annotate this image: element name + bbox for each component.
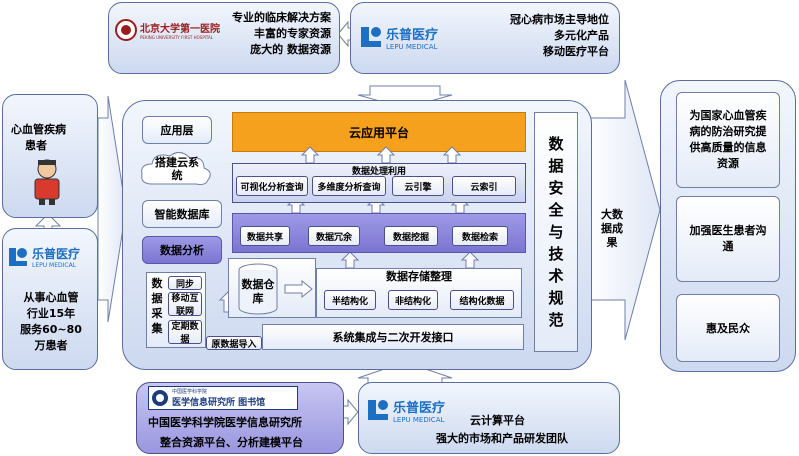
lepu-top-line-2: 多元化产品: [554, 29, 609, 42]
collection-periodic: 定期数据: [168, 320, 202, 345]
right-big-arrow: [587, 79, 661, 341]
result-item-2-text: 加强医生患者沟通: [689, 224, 767, 253]
cloud-platform-box: 云应用平台: [232, 112, 526, 152]
patients-line-1: 心血管疾病: [11, 123, 66, 136]
lepu-logo-left: 乐普医疗 LEPU MEDICAL: [7, 239, 97, 275]
storage-semi: 半结构化: [324, 290, 376, 310]
lepu-logo-en: LEPU MEDICAL: [386, 42, 438, 51]
pku-line-3: 庞大的 数据资源: [250, 43, 331, 56]
partner-box-pku: 北京大学第一医院 PEKING UNIVERSITY FIRST HOSPITA…: [108, 2, 340, 74]
raw-import-box: 原数据导入: [206, 336, 262, 350]
integration-label: 系统集成与二次开发接口: [332, 331, 454, 344]
lepu-top-line-1: 冠心病市场主导地位: [510, 13, 609, 26]
cloud-icon: [141, 152, 211, 185]
data-redundancy: 数据冗余: [308, 226, 360, 246]
left-big-arrow: [97, 95, 127, 323]
lepu-left-desc-3: 服务60~80: [20, 323, 82, 336]
security-box: 数据安全与技术规范: [534, 112, 578, 352]
imicams-seal-icon: [152, 390, 168, 406]
lepu-logo-icon: [361, 27, 381, 47]
collection-mobile: 移动互联网: [168, 292, 202, 317]
data-mining: 数据挖掘: [384, 226, 438, 246]
patient-figure-icon: [34, 159, 60, 205]
processing-cloud-index: 云索引: [452, 176, 516, 196]
pku-logo-name: 北京大学第一医院: [140, 24, 220, 35]
imicams-line-2: 整合资源平台、分析建模平台: [160, 436, 303, 449]
lepu-logo-icon: [368, 400, 388, 420]
partner-box-lepu-bottom: [358, 382, 620, 454]
result-item-2: 加强医生患者沟通: [676, 196, 780, 282]
result-item-1: 为国家心血管疾病的防治研究提供高质量的信息资源: [676, 92, 780, 188]
data-sharing: 数据共享: [240, 226, 290, 246]
processing-multidim: 多维度分析查询: [312, 176, 386, 196]
pku-line-2: 丰富的专家资源: [254, 27, 331, 40]
right-arrow-icon: [284, 280, 313, 298]
integration-bar: 系统集成与二次开发接口: [262, 324, 524, 350]
processing-cloud-engine: 云引擎: [392, 176, 444, 196]
patients-box: 心血管疾病 患者: [2, 94, 98, 218]
pku-logo: 北京大学第一医院 PEKING UNIVERSITY FIRST HOSPITA…: [115, 17, 233, 43]
storage-structured: 结构化数据: [450, 290, 514, 310]
storage-title: 数据存储整理: [386, 270, 452, 283]
lepu-bottom-en: LEPU MEDICAL: [393, 415, 445, 424]
lepu-left-en: LEPU MEDICAL: [32, 262, 77, 269]
imicams-logo-text: 医学信息研究所 图书馆: [172, 398, 266, 408]
result-item-1-text: 为国家心血管疾病的防治研究提供高质量的信息资源: [689, 109, 767, 170]
app-layer-box: 应用层: [142, 116, 212, 144]
data-analysis-box: 数据分析: [142, 236, 222, 264]
lepu-top-line-3: 移动医疗平台: [543, 45, 609, 58]
lepu-left-desc-4: 万患者: [34, 339, 68, 352]
pku-seal-icon: [115, 19, 137, 41]
security-label: 数据安全与技术规范: [548, 135, 564, 329]
storage-unstructured: 非结构化: [388, 290, 438, 310]
processing-title: 数据处理利用: [351, 167, 406, 177]
processing-visual: 可视化分析查询: [236, 176, 308, 196]
smart-db-box: 智能数据库: [142, 200, 222, 228]
data-retrieval: 数据检索: [452, 226, 508, 246]
patients-line-2: 患者: [25, 139, 47, 152]
cloud-platform-label: 云应用平台: [348, 125, 409, 140]
lepu-left-cn: 乐普医疗: [32, 247, 81, 261]
lepu-left-desc-2: 行业15年: [26, 307, 76, 320]
lepu-logo-cn: 乐普医疗: [386, 27, 439, 43]
lepu-bottom-line-1: 云计算平台: [470, 414, 525, 427]
pku-line-1: 专业的临床解决方案: [232, 11, 331, 24]
collection-sync: 同步: [168, 276, 202, 290]
lepu-logo-bottom: 乐普医疗 LEPU MEDICAL: [366, 392, 476, 428]
imicams-logo-top: 中国医学科学院: [172, 389, 208, 395]
imicams-line-1: 中国医学科学院医学信息研究所: [148, 416, 302, 429]
lepu-logo-top: 乐普医疗 LEPU MEDICAL: [359, 17, 469, 57]
pku-logo-sub: PEKING UNIVERSITY FIRST HOSPITAL: [140, 35, 214, 40]
imicams-logo: 中国医学科学院 医学信息研究所 图书馆: [148, 386, 298, 410]
lepu-experience-box: 乐普医疗 LEPU MEDICAL 从事心血管 行业15年 服务60~80 万患…: [2, 228, 98, 370]
lepu-logo-icon: [9, 248, 27, 266]
database-cylinder-icon: [238, 263, 278, 315]
results-label: 大数据成果: [601, 208, 623, 249]
lepu-left-desc-1: 从事心血管: [23, 291, 79, 304]
cloud-label: 搭建云系统: [155, 156, 199, 182]
lepu-bottom-line-2: 强大的市场和产品研发团队: [436, 432, 568, 445]
partner-box-lepu-top: 乐普医疗 LEPU MEDICAL 冠心病市场主导地位 多元化产品 移动医疗平台: [350, 2, 620, 74]
result-item-3: 惠及民众: [676, 294, 780, 362]
collection-label: 数据采集: [151, 277, 163, 335]
lepu-bottom-cn: 乐普医疗: [393, 400, 446, 416]
warehouse-label: 数据仓库: [241, 278, 275, 305]
